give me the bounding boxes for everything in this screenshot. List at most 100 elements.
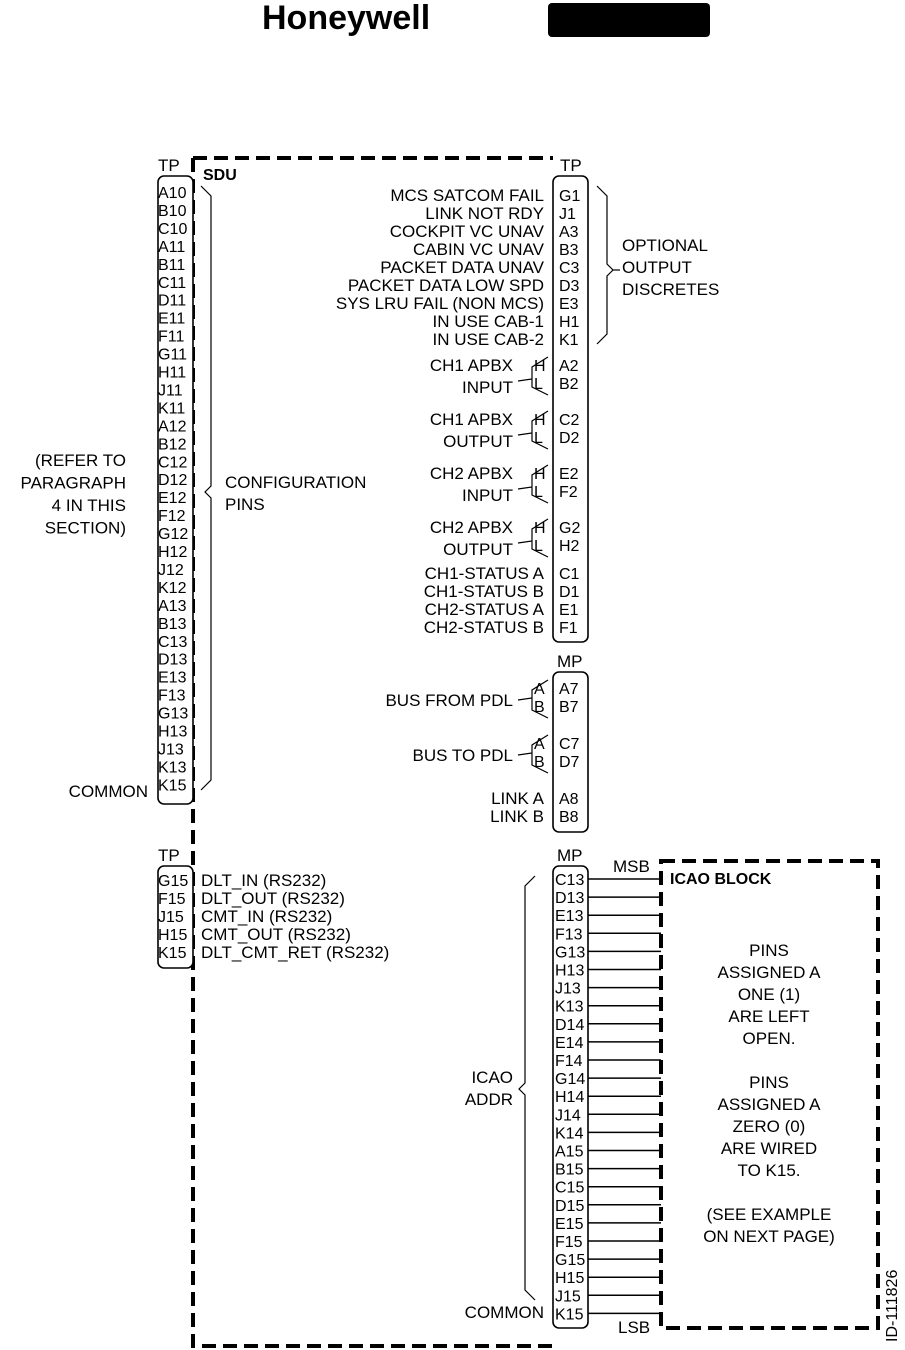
- icao-pin-C15: C15: [555, 1180, 584, 1197]
- apbx-pin-E2: E2: [559, 466, 579, 483]
- icao-pin-J15: J15: [555, 1288, 581, 1305]
- figure-id: ID-111826: [884, 1270, 901, 1342]
- status-signal-F1: CH2-STATUS B: [424, 618, 544, 637]
- icao-addr-brace: [518, 875, 536, 1301]
- icao-note-line: ON NEXT PAGE): [703, 1227, 835, 1246]
- left-pin-E11: E11: [158, 311, 185, 328]
- icao-pin-D13: D13: [555, 890, 584, 907]
- icao-pin-F13: F13: [555, 926, 583, 943]
- left-pin-G11: G11: [158, 347, 187, 364]
- pdl-bus-name: BUS TO PDL: [413, 746, 513, 765]
- icao-note-line: ASSIGNED A: [718, 1095, 822, 1114]
- pdl-pin-C7: C7: [559, 736, 580, 753]
- left-pin-B10: B10: [158, 203, 187, 220]
- pdl-pin-A7: A7: [559, 681, 579, 698]
- apbx-pin-D2: D2: [559, 430, 580, 447]
- link-signal-A8: LINK A: [491, 789, 545, 808]
- right-mp1-label: MP: [557, 652, 583, 671]
- msb-label: MSB: [613, 857, 650, 876]
- output-signal-D3: PACKET DATA LOW SPD: [348, 276, 544, 295]
- apbx-pair-title: CH2 APBX: [430, 464, 513, 483]
- pdl-pin-B7: B7: [559, 699, 579, 716]
- right-mp2-label: MP: [557, 846, 583, 865]
- output-pin-K1: K1: [559, 332, 579, 349]
- icao-address-pins: C13D13E13F13G13H13J13K13D14E14F14G14H14J…: [555, 872, 661, 1323]
- output-pin-C3: C3: [559, 260, 580, 277]
- output-pin-A3: A3: [559, 224, 579, 241]
- left-pin-K11: K11: [158, 400, 185, 417]
- pdl-bus-a-marker: A: [534, 736, 545, 753]
- icao-note-line: ARE LEFT: [728, 1007, 809, 1026]
- icao-note-line: PINS: [749, 941, 789, 960]
- apbx-pair-subtitle: OUTPUT: [443, 540, 513, 559]
- left-pin-D12: D12: [158, 472, 187, 489]
- rs232-signal-K15: DLT_CMT_RET (RS232): [201, 943, 389, 962]
- refer-note-line: PARAGRAPH: [21, 474, 127, 493]
- apbx-high-marker: H: [534, 412, 546, 429]
- left-pin-K12: K12: [158, 580, 187, 597]
- left-pin-C12: C12: [158, 454, 187, 471]
- apbx-high-marker: H: [534, 358, 546, 375]
- left-pin-K15: K15: [158, 777, 187, 794]
- racal-logo-plate: [548, 3, 710, 37]
- icao-pin-C13: C13: [555, 872, 584, 889]
- left-pin-A11: A11: [158, 239, 185, 256]
- apbx-pair-brace: [517, 356, 549, 396]
- pdl-pin-D7: D7: [559, 754, 580, 771]
- left-pin-H12: H12: [158, 544, 187, 561]
- rs232-pin-K15: K15: [158, 945, 187, 962]
- icao-block-title: ICAO BLOCK: [670, 871, 772, 888]
- link-pin-A8: A8: [559, 791, 579, 808]
- apbx-pin-G2: G2: [559, 520, 580, 537]
- rs232-signal-F15: DLT_OUT (RS232): [201, 889, 345, 908]
- left-pin-B11: B11: [158, 257, 185, 274]
- link-pin-B8: B8: [559, 809, 579, 826]
- apbx-high-marker: H: [534, 520, 546, 537]
- pdl-bus-name: BUS FROM PDL: [385, 691, 513, 710]
- rs232-pin-F15: F15: [158, 891, 186, 908]
- status-pin-E1: E1: [559, 602, 579, 619]
- output-pin-E3: E3: [559, 296, 579, 313]
- apbx-pair-title: CH1 APBX: [430, 356, 513, 375]
- left-pin-A13: A13: [158, 598, 187, 615]
- icao-pin-K14: K14: [555, 1125, 584, 1142]
- left-pin-G13: G13: [158, 706, 188, 723]
- icao-note-line: OPEN.: [743, 1029, 796, 1048]
- lsb-label: LSB: [618, 1318, 650, 1337]
- left-tp-pins: A10B10C10A11B11C11D11E11F11G11H11J11K11A…: [158, 185, 188, 794]
- rs232-pin-J15: J15: [158, 909, 184, 926]
- apbx-pair-brace: [517, 464, 549, 504]
- apbx-low-marker: L: [534, 376, 543, 393]
- left-pin-K13: K13: [158, 759, 187, 776]
- right-tp-label: TP: [560, 156, 582, 175]
- output-pin-H1: H1: [559, 314, 580, 331]
- status-signal-C1: CH1-STATUS A: [425, 564, 545, 583]
- status-pin-F1: F1: [559, 620, 578, 637]
- outputs-label-1: OPTIONAL: [622, 236, 708, 255]
- icao-pin-F14: F14: [555, 1053, 583, 1070]
- output-pin-J1: J1: [559, 206, 576, 223]
- refer-note-line: 4 IN THIS: [52, 496, 126, 515]
- apbx-high-marker: H: [534, 466, 546, 483]
- output-pin-D3: D3: [559, 278, 580, 295]
- left-tp-connector: [157, 175, 194, 805]
- apbx-pin-B2: B2: [559, 376, 579, 393]
- left-pin-J12: J12: [158, 562, 184, 579]
- configuration-brace: [200, 185, 212, 791]
- left-pin-C13: C13: [158, 634, 187, 651]
- rs232-signal-H15: CMT_OUT (RS232): [201, 925, 351, 944]
- sdu-boundary: [191, 156, 553, 1348]
- icao-pin-J13: J13: [555, 981, 581, 998]
- apbx-low-marker: L: [534, 538, 543, 555]
- link-signal-B8: LINK B: [490, 807, 544, 826]
- pdl-bus-b-marker: B: [534, 754, 545, 771]
- apbx-pair-subtitle: OUTPUT: [443, 432, 513, 451]
- honeywell-logo: Honeywell: [262, 0, 430, 37]
